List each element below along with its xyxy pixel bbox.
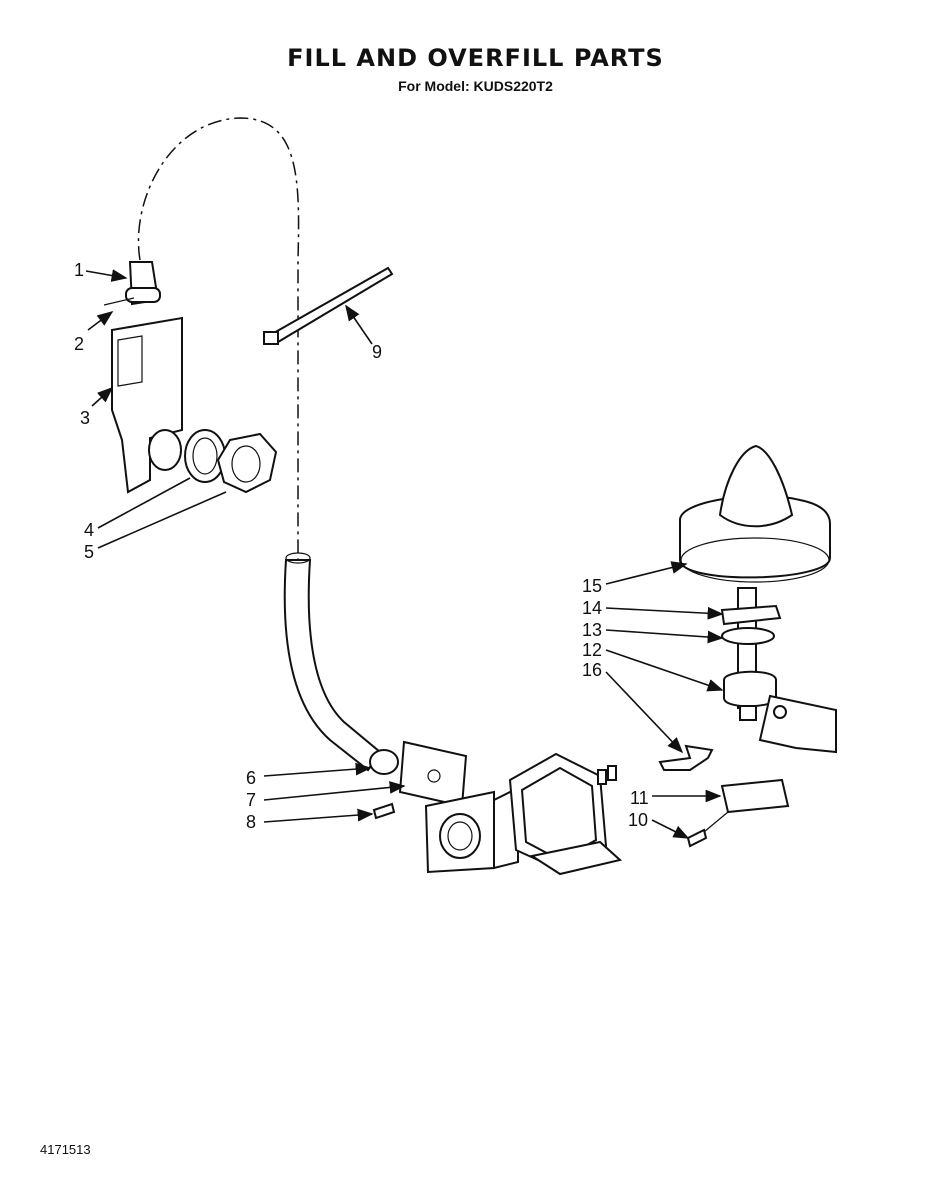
page-title: FILL AND OVERFILL PARTS — [287, 44, 664, 72]
callout-11: 11 — [630, 788, 649, 808]
callout-6: 6 — [246, 768, 256, 788]
callout-1: 1 — [74, 260, 84, 280]
callout-5: 5 — [84, 542, 94, 562]
callout-8: 8 — [246, 812, 256, 832]
hose-path-line — [137, 117, 300, 560]
callout-10: 10 — [628, 810, 648, 830]
callout-14: 14 — [582, 598, 602, 618]
callout-12: 12 — [582, 640, 602, 660]
callout-9: 9 — [372, 342, 382, 362]
wire-tie-icon — [263, 266, 394, 345]
actuator-icon — [658, 744, 714, 771]
screw-icon — [372, 802, 396, 820]
water-valve-icon — [424, 752, 623, 876]
callout-4: 4 — [84, 520, 94, 540]
callout-7: 7 — [246, 790, 256, 810]
switch-bracket-icon — [758, 694, 837, 754]
float-icon — [679, 444, 831, 583]
document-number: 4171513 — [40, 1142, 91, 1157]
callout-15: 15 — [582, 576, 602, 596]
callout-16: 16 — [582, 660, 602, 680]
switch-icon — [720, 778, 790, 814]
model-subtitle: For Model: KUDS220T2 — [398, 78, 553, 94]
nut-icon — [216, 432, 278, 494]
callout-3: 3 — [80, 408, 90, 428]
mounting-plate-icon — [398, 740, 468, 808]
callout-2: 2 — [74, 334, 84, 354]
fitting-icon — [148, 429, 182, 471]
callout-13: 13 — [582, 620, 602, 640]
fill-tube-icon — [103, 261, 161, 306]
fill-hose-icon — [283, 552, 399, 775]
fill-funnel-bracket-icon — [111, 316, 183, 494]
switch-screw-icon — [686, 828, 708, 848]
